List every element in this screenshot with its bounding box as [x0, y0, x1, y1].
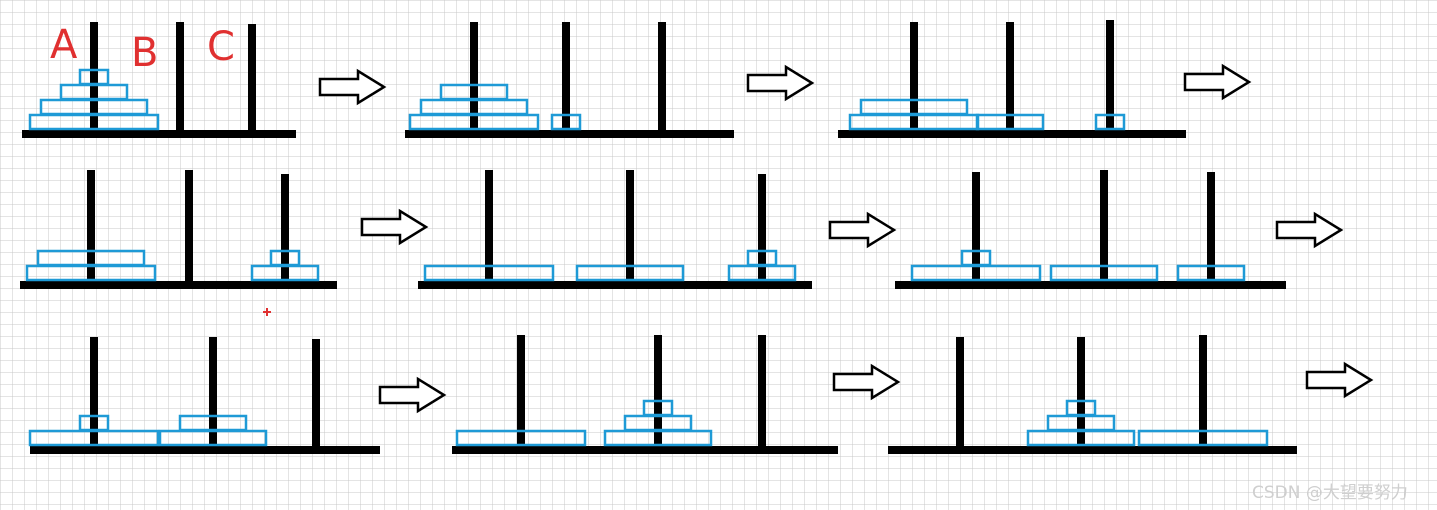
base-line [405, 130, 734, 138]
disk [36, 249, 146, 267]
rod [209, 337, 217, 447]
rod [758, 335, 766, 447]
disk [178, 414, 248, 432]
arrow-icon [360, 208, 429, 246]
rod [87, 170, 95, 282]
disk [1065, 399, 1097, 417]
rod [517, 335, 525, 447]
base-line [838, 130, 1186, 138]
rod [90, 337, 98, 447]
disk [1094, 113, 1126, 131]
rod [758, 174, 766, 282]
rod [626, 170, 634, 282]
disk [859, 98, 969, 116]
rod [470, 22, 478, 131]
rod [658, 22, 666, 131]
disk [1137, 429, 1269, 447]
rod [562, 22, 570, 131]
rod [90, 22, 98, 131]
disk [960, 249, 992, 267]
rod [248, 24, 256, 131]
disk [575, 264, 685, 282]
rod [485, 170, 493, 282]
disk [439, 83, 509, 101]
watermark: CSDN @大望要努力 [1252, 483, 1408, 503]
rod [910, 22, 918, 131]
disk [423, 264, 555, 282]
disk [269, 249, 301, 267]
arrow-icon [1275, 211, 1344, 249]
arrow-icon [318, 68, 387, 106]
disk [1176, 264, 1246, 282]
peg-label-a: A [50, 22, 78, 68]
disk [455, 429, 587, 447]
rod [1006, 22, 1014, 131]
base-line [888, 446, 1297, 454]
step-3 [838, 20, 1186, 138]
rod [1199, 335, 1207, 447]
peg-label-b: B [131, 30, 158, 76]
arrow-icon [746, 64, 815, 102]
disk [975, 113, 1045, 131]
rod [281, 174, 289, 282]
rod [1100, 170, 1108, 282]
disk [550, 113, 582, 131]
base-line [452, 446, 838, 454]
base-line [418, 281, 812, 289]
rod [1207, 172, 1215, 282]
arrow-icon [1183, 63, 1252, 101]
disk [746, 249, 778, 267]
base-line [30, 446, 380, 454]
arrow-icon [832, 363, 901, 401]
step-4 [20, 170, 337, 289]
rod [956, 337, 964, 447]
disk [642, 399, 674, 417]
peg-label-c: C [207, 24, 235, 70]
step-9 [888, 335, 1297, 454]
step-2 [405, 22, 734, 138]
rod [312, 339, 320, 447]
arrow-icon [828, 211, 897, 249]
step-8 [452, 335, 838, 454]
step-7 [28, 337, 380, 454]
base-line [895, 281, 1286, 289]
base-line [22, 130, 296, 138]
steps-layer [20, 20, 1297, 454]
disk [78, 414, 110, 432]
rod [185, 170, 193, 282]
rod [1077, 337, 1085, 447]
step-6 [895, 170, 1286, 289]
arrows-layer [318, 63, 1374, 414]
disk [1049, 264, 1159, 282]
step-1 [22, 22, 296, 138]
rod [972, 172, 980, 282]
base-line [20, 281, 337, 289]
step-5 [418, 170, 812, 289]
cursor-mark-icon [263, 308, 271, 316]
disk [78, 68, 110, 86]
rod [654, 335, 662, 447]
rod [1106, 20, 1114, 131]
arrow-icon [378, 376, 447, 414]
arrow-icon [1305, 361, 1374, 399]
rod [176, 22, 184, 131]
